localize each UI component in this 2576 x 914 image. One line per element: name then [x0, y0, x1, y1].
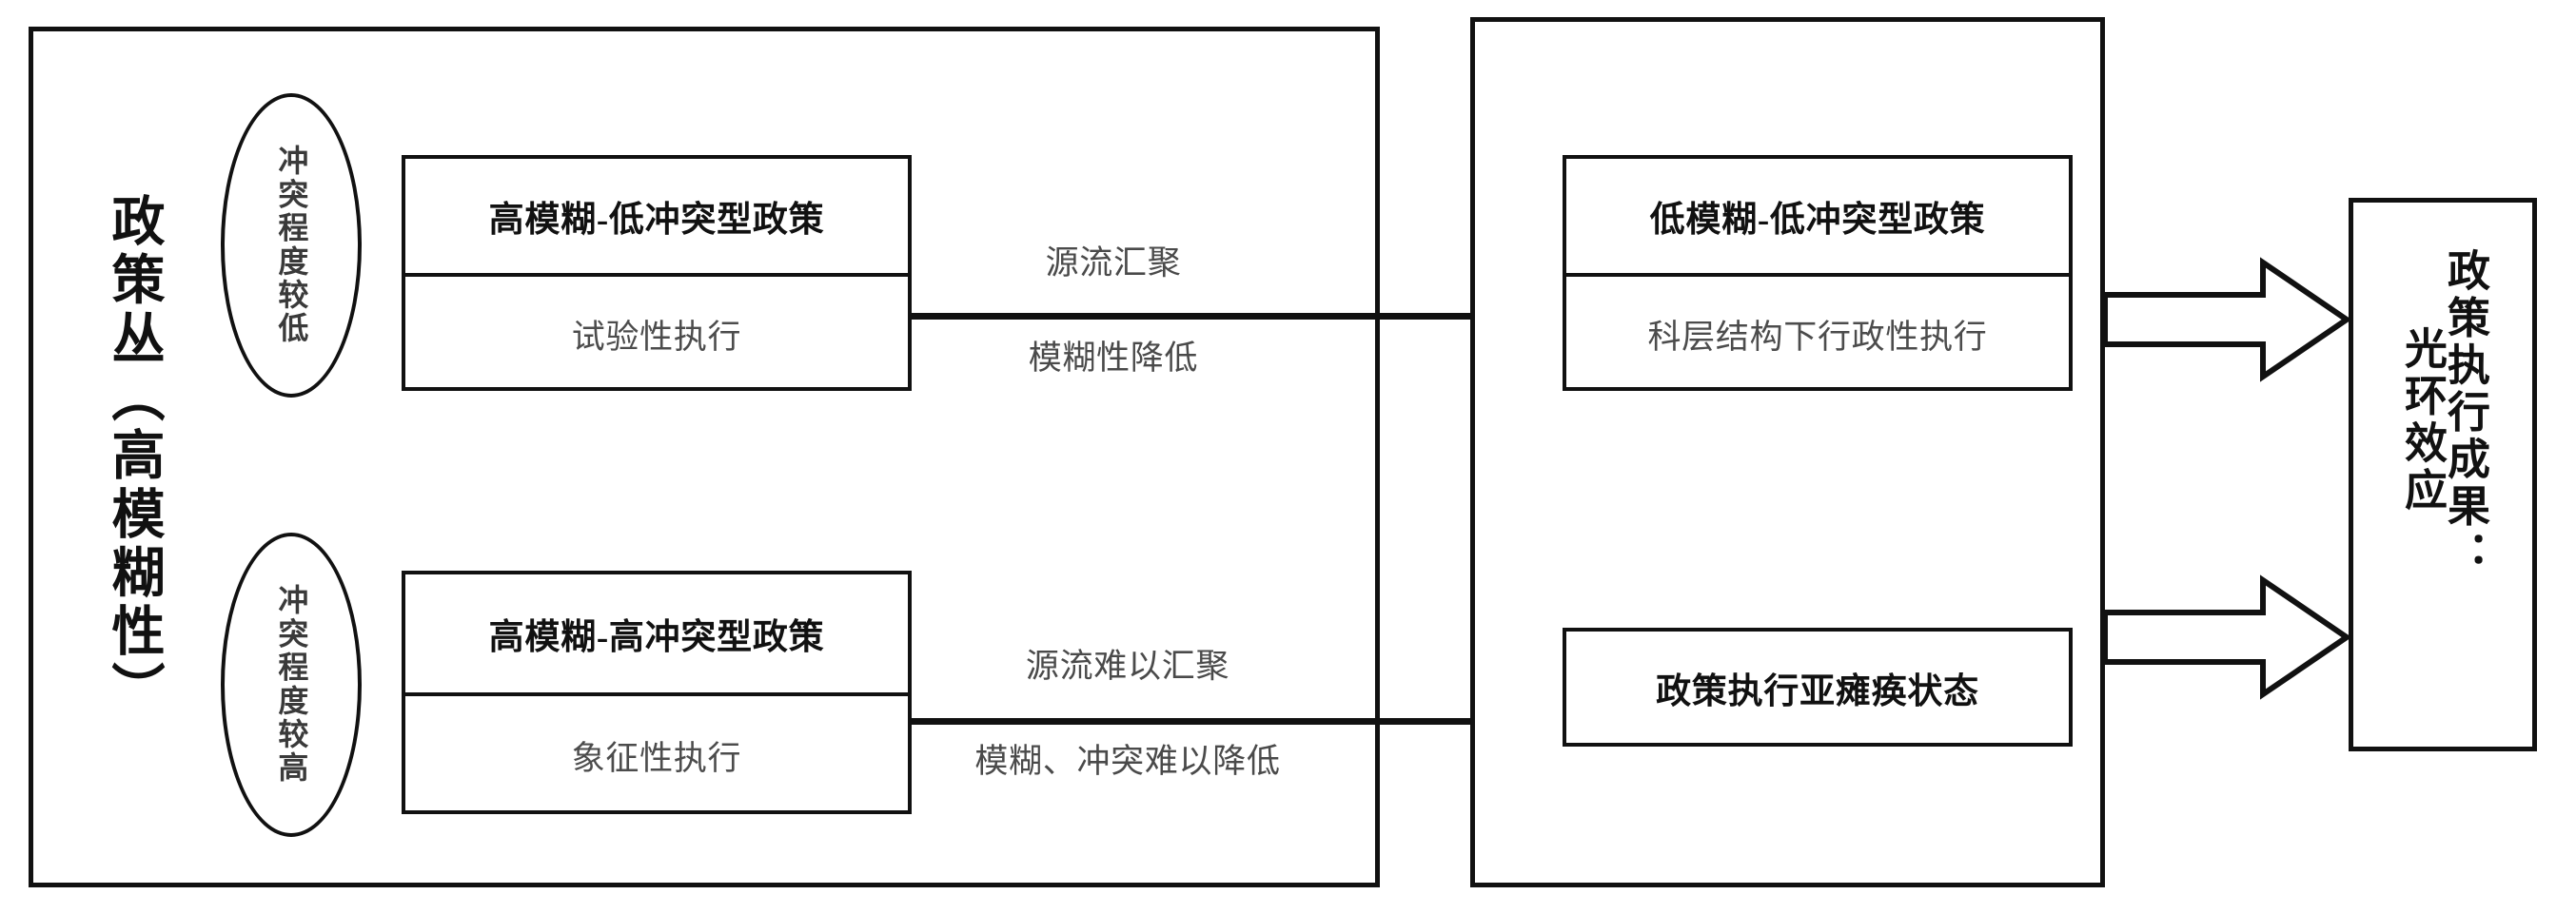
connector-label-top: 源流汇聚: [1045, 244, 1182, 282]
ellipse-conflict-high: 冲突程度较高: [221, 533, 362, 837]
ellipse-conflict-high-label: 冲突程度较高: [274, 584, 309, 786]
box-subtitle: 象征性执行: [571, 739, 742, 777]
connector-label-top: 源流难以汇聚: [1025, 648, 1230, 685]
ellipse-conflict-low-label: 冲突程度较低: [274, 145, 309, 346]
ellipse-conflict-low: 冲突程度较低: [221, 93, 362, 398]
connector-line-streams-converge: [909, 313, 1480, 320]
box-subtitle: 科层结构下行政性执行: [1647, 318, 1988, 356]
box-policy-execution-outcome: 光环效应 政策执行成果：: [2349, 198, 2537, 751]
box-title: 高模糊-高冲突型政策: [405, 574, 908, 696]
box-high-ambiguity-high-conflict: 高模糊-高冲突型政策 象征性执行: [402, 571, 912, 814]
block-arrow-right-icon: [2103, 574, 2350, 700]
box-title: 低模糊-低冲突型政策: [1566, 159, 2069, 277]
connector-label-bottom: 模糊性降低: [1028, 340, 1199, 377]
box-policy-execution-subparalysis: 政策执行亚瘫痪状态: [1563, 628, 2073, 747]
connector-label-bottom: 模糊、冲突难以降低: [974, 743, 1281, 780]
box-title: 政策执行亚瘫痪状态: [1656, 671, 1979, 711]
box-low-ambiguity-low-conflict: 低模糊-低冲突型政策 科层结构下行政性执行: [1563, 155, 2073, 391]
box-title: 高模糊-低冲突型政策: [405, 159, 908, 277]
outcome-secondary-label: 光环效应: [2398, 326, 2446, 515]
policy-cluster-label: 政策丛（高模糊性）: [104, 192, 163, 721]
box-subtitle: 试验性执行: [571, 318, 742, 356]
outcome-primary-label: 政策执行成果：: [2441, 248, 2488, 578]
execution-outcome-panel: [1470, 17, 2105, 887]
connector-line-streams-fail: [909, 718, 1480, 725]
block-arrow-right-icon: [2103, 257, 2350, 382]
box-high-ambiguity-low-conflict: 高模糊-低冲突型政策 试验性执行: [402, 155, 912, 391]
